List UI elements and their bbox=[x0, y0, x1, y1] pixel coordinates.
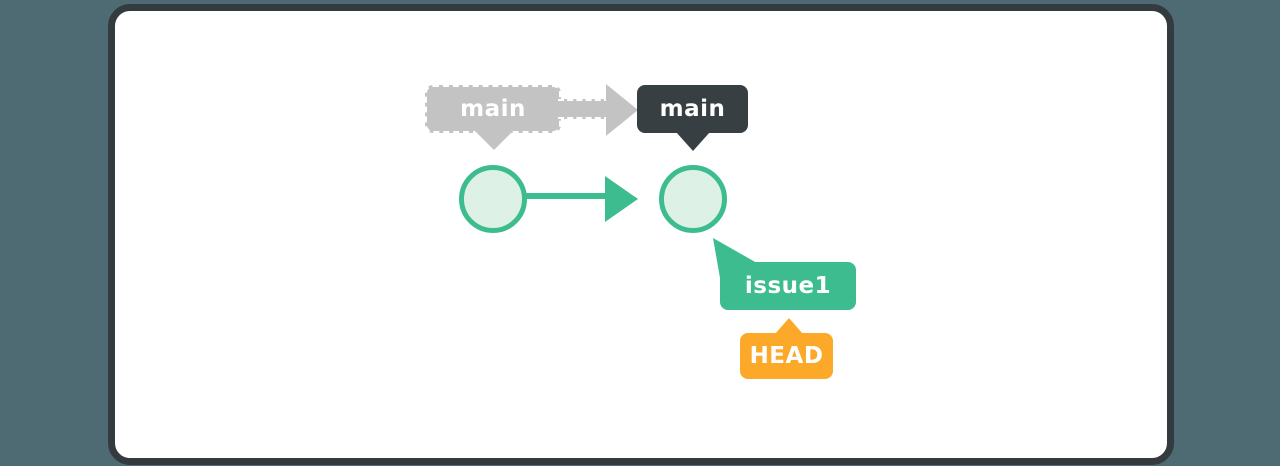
head-label-text: HEAD bbox=[749, 343, 824, 369]
label-move-arrow-shaft bbox=[558, 99, 610, 119]
ghost-branch-label-text: main bbox=[460, 96, 526, 122]
commit-node-1 bbox=[459, 165, 527, 233]
branch-label-main: main bbox=[637, 85, 748, 151]
label-move-arrow-head-icon bbox=[606, 84, 638, 136]
head-label: HEAD bbox=[740, 318, 833, 379]
diagram-card bbox=[108, 4, 1174, 465]
commit-arrow-shaft bbox=[525, 193, 607, 199]
issue1-label-text: issue1 bbox=[744, 273, 832, 299]
head-label-tail bbox=[775, 318, 803, 334]
commit-node-2 bbox=[659, 165, 727, 233]
branch-label-issue1: issue1 bbox=[720, 262, 856, 310]
ghost-branch-label-main: main bbox=[425, 85, 561, 150]
ghost-branch-label-tail bbox=[475, 131, 513, 150]
branch-label-tail bbox=[676, 132, 710, 151]
branch-label-text: main bbox=[659, 96, 726, 122]
commit-arrow-head-icon bbox=[605, 176, 638, 222]
